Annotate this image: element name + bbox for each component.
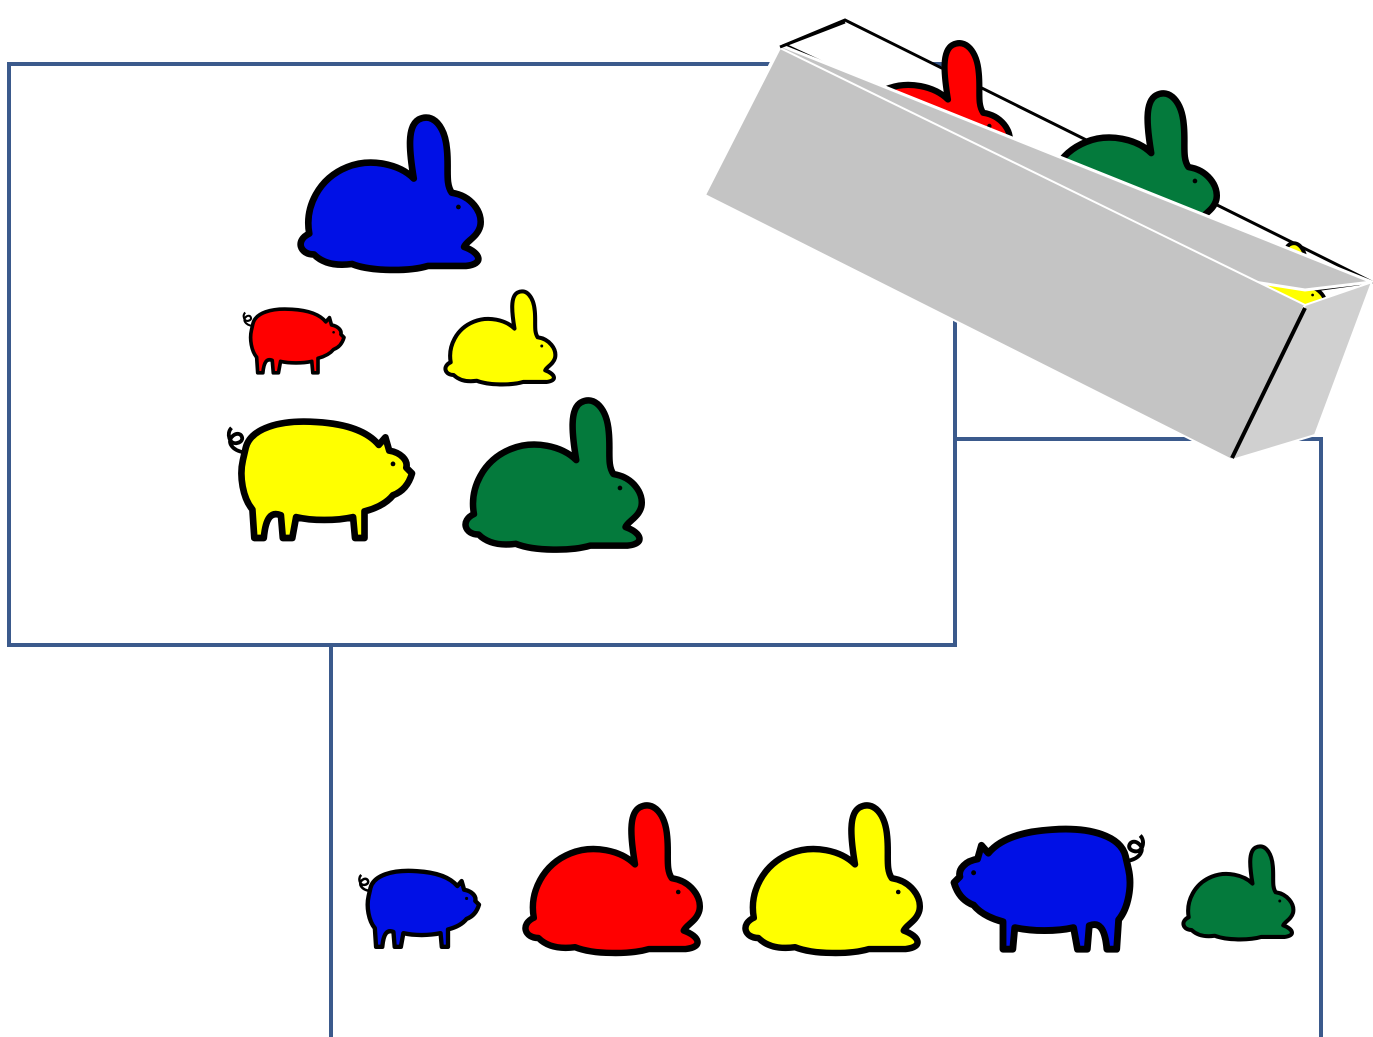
bottom-figure-yellow-rabbit-2 xyxy=(745,805,919,953)
eye xyxy=(676,890,681,895)
eye xyxy=(1311,294,1314,297)
top-figure-yellow-pig-3 xyxy=(229,422,412,538)
eye xyxy=(391,462,396,467)
top-figure-blue-rabbit-0 xyxy=(301,118,481,270)
eye xyxy=(1278,900,1281,903)
eye xyxy=(1193,179,1198,184)
bottom-figure-blue-pig-3 xyxy=(954,829,1143,949)
eye xyxy=(332,331,335,334)
eye xyxy=(896,890,901,895)
eye xyxy=(971,870,976,875)
top-figure-green-rabbit-4 xyxy=(466,400,642,549)
eye xyxy=(540,345,543,348)
top-figure-red-pig-1 xyxy=(244,309,344,373)
bottom-figure-green-rabbit-4 xyxy=(1183,846,1293,939)
bottom-figure-red-rabbit-1 xyxy=(525,805,699,953)
top-figure-yellow-rabbit-2 xyxy=(445,291,555,384)
eye xyxy=(618,486,623,491)
eye xyxy=(456,205,461,210)
box xyxy=(705,20,1372,460)
bottom-figure-blue-pig-0 xyxy=(359,871,479,947)
eye xyxy=(465,897,468,900)
